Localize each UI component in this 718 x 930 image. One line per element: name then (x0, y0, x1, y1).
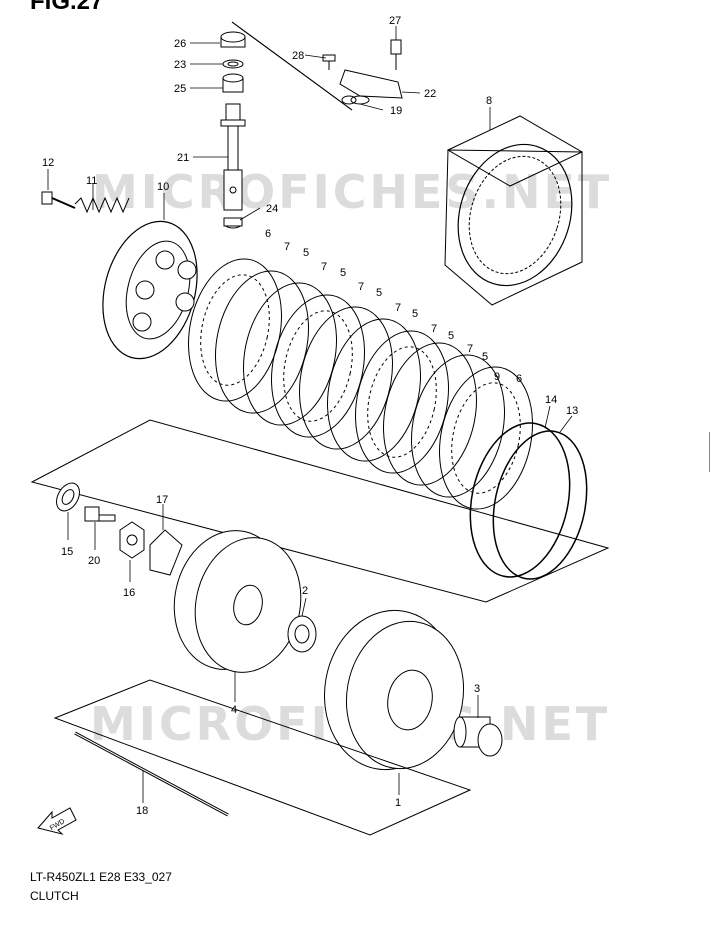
callout-27: 27 (389, 15, 401, 27)
callouts: 26 23 25 21 24 27 28 22 19 8 12 11 10 6 … (42, 15, 578, 817)
callout-3: 3 (474, 683, 480, 695)
callout-9: 9 (494, 371, 500, 383)
callout-19: 19 (390, 105, 402, 117)
callout-5d: 5 (412, 308, 418, 320)
callout-22: 22 (424, 88, 436, 100)
callout-18: 18 (136, 805, 148, 817)
callout-5c: 5 (376, 287, 382, 299)
callout-10: 10 (157, 181, 169, 193)
callout-11: 11 (86, 175, 97, 187)
clutch-housing (323, 609, 465, 771)
callout-28: 28 (292, 50, 304, 62)
callout-26: 26 (174, 38, 186, 50)
thrust-washer (287, 615, 317, 653)
callout-13: 13 (566, 405, 578, 417)
callout-23: 23 (174, 59, 186, 71)
callout-8: 8 (486, 95, 492, 107)
callout-14: 14 (545, 394, 557, 406)
callout-12: 12 (42, 157, 54, 169)
pressure-plate-assembly (41, 191, 198, 360)
callout-7b: 7 (321, 261, 327, 273)
frame-bottom (53, 679, 472, 836)
callout-5b: 5 (340, 267, 346, 279)
figure-name: CLUTCH (30, 889, 79, 903)
spacer (453, 716, 503, 757)
callout-7a: 7 (284, 241, 290, 253)
nut-washer-group (56, 482, 183, 576)
callout-5f: 5 (482, 351, 488, 363)
callout-25: 25 (174, 83, 186, 95)
callout-17: 17 (156, 494, 168, 506)
callout-2: 2 (302, 585, 308, 597)
page-edge-mark (709, 432, 718, 472)
figure-title: FIG.27 (30, 0, 104, 15)
frame-middle (30, 419, 610, 603)
fwd-arrow: FWD (37, 807, 77, 835)
callout-7e: 7 (431, 323, 437, 335)
clutch-plate-stack (188, 258, 533, 510)
sleeve-hub (173, 530, 302, 673)
callout-15: 15 (61, 546, 73, 558)
callout-7c: 7 (358, 281, 364, 293)
leader-lines (47, 26, 573, 803)
frame-part-8-body (444, 149, 583, 306)
wire-rings (469, 422, 588, 580)
release-lever-assembly (231, 21, 403, 111)
callout-16: 16 (123, 587, 135, 599)
callout-1: 1 (395, 797, 401, 809)
pushrod-shaft-assembly (220, 21, 353, 229)
callout-7d: 7 (395, 302, 401, 314)
callout-4: 4 (231, 704, 237, 716)
callout-5a: 5 (303, 247, 309, 259)
callout-7f: 7 (467, 343, 473, 355)
callout-5e: 5 (448, 330, 454, 342)
pushrod (74, 731, 229, 817)
figure-code: LT-R450ZL1 E28 E33_027 (30, 870, 172, 884)
callout-6b: 6 (516, 373, 522, 385)
thrust-washer-hole (294, 624, 310, 644)
callout-6a: 6 (265, 228, 271, 240)
callout-24: 24 (266, 203, 278, 215)
callout-20: 20 (88, 555, 100, 567)
callout-21: 21 (177, 152, 189, 164)
watermark-top: MICROFICHES.NET (92, 165, 612, 219)
